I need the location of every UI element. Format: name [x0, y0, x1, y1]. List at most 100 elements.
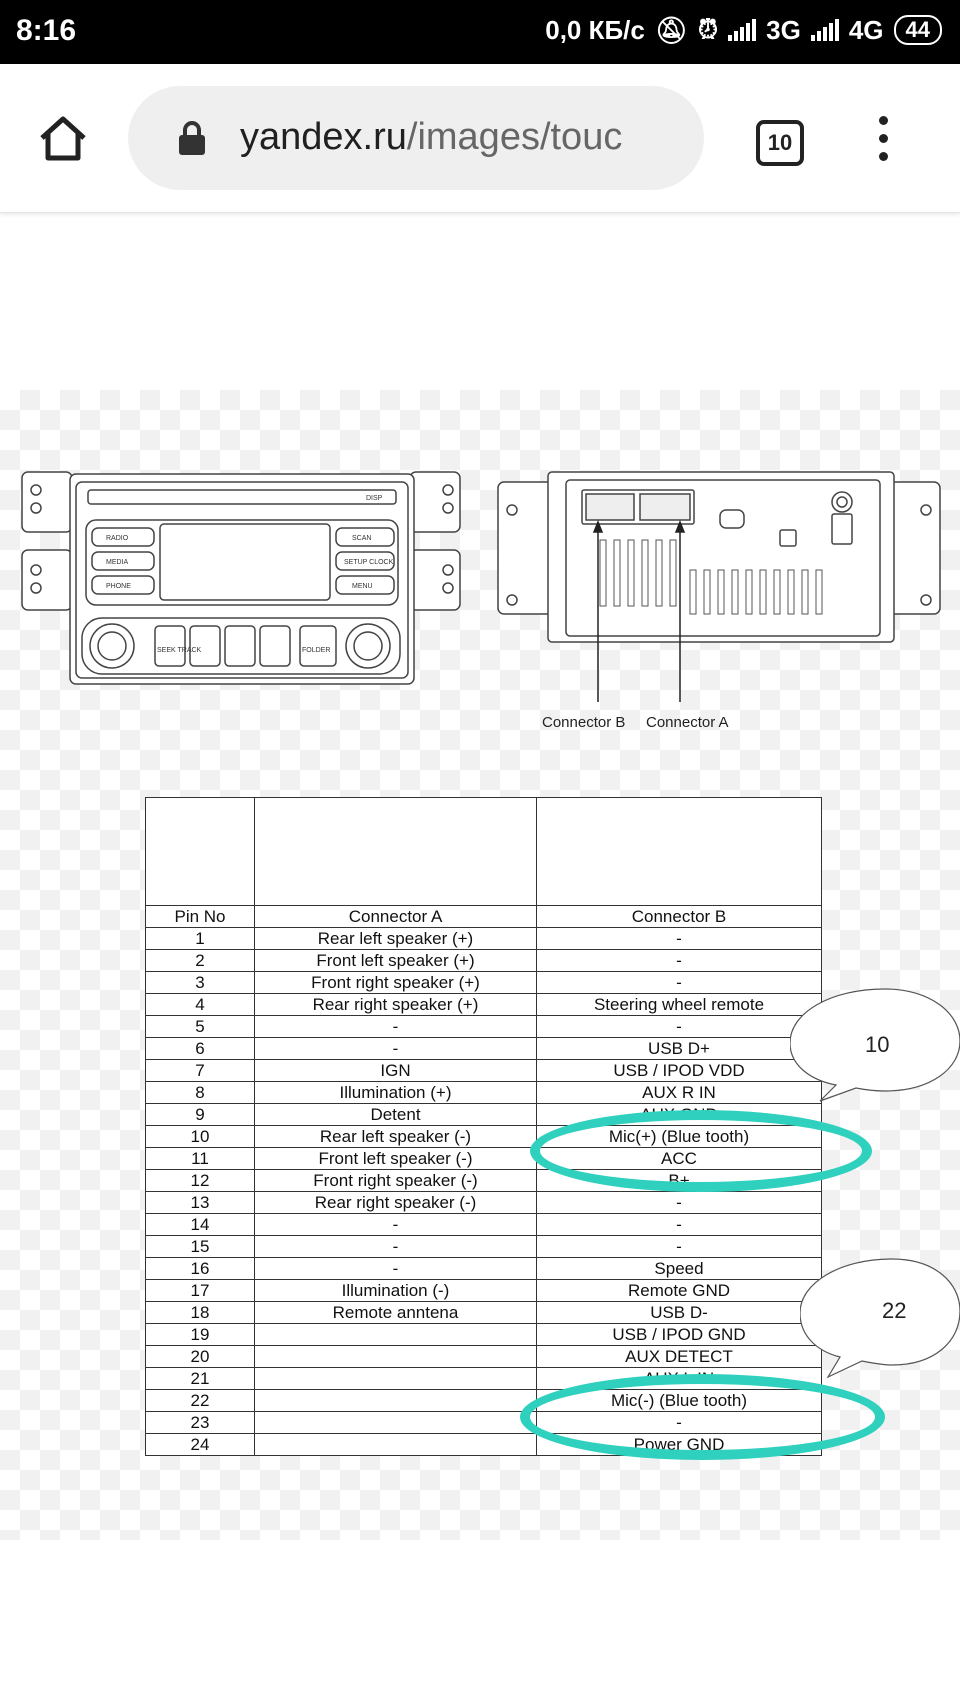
- connector-a-cell: IGN: [254, 1059, 537, 1082]
- connector-a-cell: [254, 1411, 537, 1434]
- connector-a-cell: Illumination (-): [254, 1279, 537, 1302]
- highlight-ellipse-mic-plus: [530, 1110, 872, 1192]
- connector-b-cell: Steering wheel remote: [536, 993, 822, 1016]
- connector-b-label: Connector B: [542, 714, 626, 731]
- status-time: 8:16: [16, 14, 77, 47]
- table-row: 20 AUX DETECT: [145, 1345, 822, 1368]
- connector-a-cell: Detent: [254, 1103, 537, 1126]
- signal-icon: [810, 19, 839, 41]
- pin-number: 6: [145, 1037, 255, 1060]
- connector-a-cell: Rear left speaker (+): [254, 927, 537, 950]
- table-cell: [145, 797, 255, 906]
- connector-a-label: Connector A: [646, 714, 729, 731]
- table-header-row: Pin No Connector A Connector B: [145, 905, 822, 928]
- net-speed: 0,0 КБ/с: [545, 14, 645, 45]
- tab-switcher-button[interactable]: 10: [756, 120, 804, 166]
- pin-number: 20: [145, 1345, 255, 1368]
- pin-number: 9: [145, 1103, 255, 1126]
- connector-a-cell: Rear left speaker (-): [254, 1125, 537, 1148]
- pin-number: 19: [145, 1323, 255, 1346]
- table-row: 19 USB / IPOD GND: [145, 1323, 822, 1346]
- connector-a-cell: Front left speaker (-): [254, 1147, 537, 1170]
- pin-number: 14: [145, 1213, 255, 1236]
- pin-number: 1: [145, 927, 255, 950]
- pin-number: 22: [145, 1389, 255, 1412]
- connector-b-cell: -: [536, 1235, 822, 1258]
- connector-b-cell: USB / IPOD VDD: [536, 1059, 822, 1082]
- connector-a-cell: -: [254, 1257, 537, 1280]
- connector-a-cell: [254, 1323, 537, 1346]
- disp-button-label: DISP: [366, 495, 383, 502]
- speech-bubble-10: [790, 988, 960, 1102]
- speech-bubble-22: [800, 1258, 960, 1379]
- browser-toolbar: yandex.ru/images/touc 10: [0, 64, 960, 213]
- column-header: Connector A: [254, 905, 537, 928]
- connector-b-cell: -: [536, 1213, 822, 1236]
- overflow-menu-icon[interactable]: [876, 116, 890, 166]
- media-button-label: MEDIA: [106, 559, 129, 566]
- pin-number: 16: [145, 1257, 255, 1280]
- pin-number: 15: [145, 1235, 255, 1258]
- seek-button-label: SEEK TRACK: [157, 647, 202, 654]
- pin-number: 8: [145, 1081, 255, 1104]
- pin-number: 5: [145, 1015, 255, 1038]
- home-icon[interactable]: [38, 114, 88, 164]
- connector-b-cell: USB D+: [536, 1037, 822, 1060]
- pin-number: 3: [145, 971, 255, 994]
- connector-a-cell: Rear right speaker (-): [254, 1191, 537, 1214]
- connector-b-image-cell: [536, 797, 822, 906]
- connector-b-cell: -: [536, 1191, 822, 1214]
- phone-button-label: PHONE: [106, 583, 131, 590]
- pin-number: 23: [145, 1411, 255, 1434]
- status-icons: 0,0 КБ/с 🔕︎ ⏰︎ 3G 4G 44: [545, 14, 942, 46]
- address-bar[interactable]: yandex.ru/images/touc: [128, 86, 704, 190]
- radio-button-label: RADIO: [106, 535, 129, 542]
- connector-b-cell: USB / IPOD GND: [536, 1323, 822, 1346]
- network-type-2: 4G: [848, 14, 884, 45]
- url-domain: yandex.ru: [240, 116, 407, 158]
- pin-number: 13: [145, 1191, 255, 1214]
- mute-icon: 🔕︎: [654, 14, 688, 45]
- connector-b-cell: USB D-: [536, 1301, 822, 1324]
- bubble-label-10: 10: [865, 1032, 890, 1057]
- menu-button-label: MENU: [352, 583, 373, 590]
- connector-b-cell: AUX DETECT: [536, 1345, 822, 1368]
- table-row: 15--: [145, 1235, 822, 1258]
- table-image-row: [145, 797, 822, 906]
- column-header: Pin No: [145, 905, 255, 928]
- signal-icon: [728, 19, 757, 41]
- connector-a-cell: -: [254, 1037, 537, 1060]
- pin-number: 11: [145, 1147, 255, 1170]
- connector-b-cell: AUX R IN: [536, 1081, 822, 1104]
- connector-a-cell: Illumination (+): [254, 1081, 537, 1104]
- connector-b-cell: -: [536, 927, 822, 950]
- pin-number: 2: [145, 949, 255, 972]
- scan-button-label: SCAN: [352, 535, 371, 542]
- table-row: 6-USB D+: [145, 1037, 822, 1060]
- network-type-1: 3G: [766, 14, 801, 45]
- connector-b-cell: -: [536, 949, 822, 972]
- url-text[interactable]: yandex.ru/images/touc: [240, 116, 680, 159]
- connector-a-cell: Front left speaker (+): [254, 949, 537, 972]
- connector-a-cell: -: [254, 1015, 537, 1038]
- connector-a-cell: Front right speaker (-): [254, 1169, 537, 1192]
- connector-b-cell: -: [536, 971, 822, 994]
- table-row: 16-Speed: [145, 1257, 822, 1280]
- rear-vents: [599, 539, 823, 615]
- connector-b-cell: -: [536, 1015, 822, 1038]
- folder-button-label: FOLDER: [302, 647, 330, 654]
- head-unit-front-view: [21, 471, 461, 685]
- pin-number: 7: [145, 1059, 255, 1082]
- pin-number: 10: [145, 1125, 255, 1148]
- pin-number: 21: [145, 1367, 255, 1390]
- pin-number: 18: [145, 1301, 255, 1324]
- table-row: 14--: [145, 1213, 822, 1236]
